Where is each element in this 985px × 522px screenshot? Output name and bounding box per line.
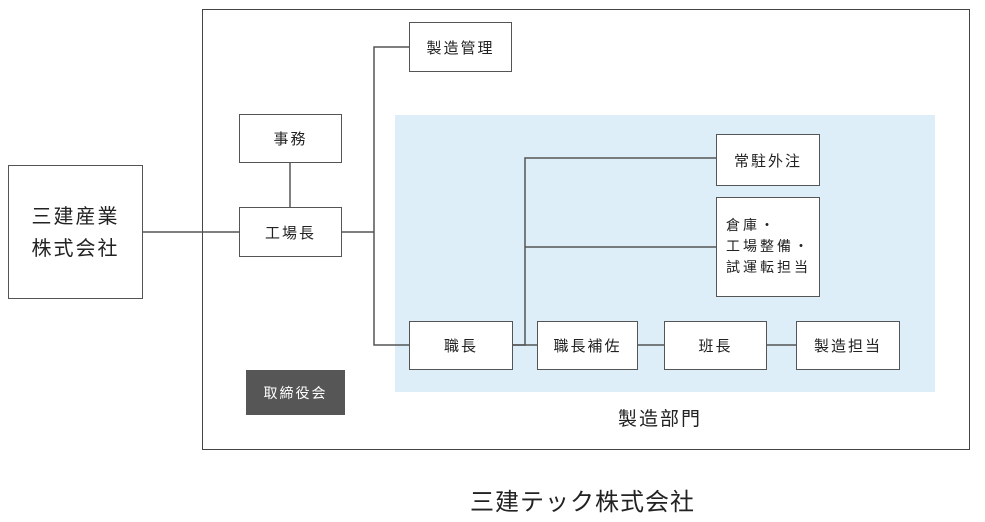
team-leader-box: 班長	[664, 321, 767, 370]
board-of-directors-box: 取締役会	[246, 370, 345, 415]
assistant-foreman-label: 職長補佐	[553, 337, 622, 355]
parent-company-name-line1: 三建産業	[31, 204, 120, 228]
admin-label: 事務	[273, 130, 308, 148]
production-control-box: 製造管理	[409, 22, 512, 72]
production-control-label: 製造管理	[426, 38, 495, 57]
company-frame	[202, 9, 970, 450]
connector-spine-production-control	[373, 46, 409, 346]
board-of-directors-label: 取締役会	[263, 385, 328, 402]
warehouse-label-line2: 工場整備・	[726, 238, 811, 255]
plant-manager-box: 工場長	[239, 207, 342, 257]
resident-subcontractor-label: 常駐外注	[733, 151, 802, 170]
warehouse-label-line3: 試運転担当	[726, 259, 811, 276]
foreman-box: 職長	[409, 321, 513, 370]
resident-subcontractor-box: 常駐外注	[716, 134, 820, 186]
parent-company-box: 三建産業 株式会社	[8, 165, 143, 299]
department-label: 製造部門	[618, 408, 703, 430]
warehouse-label-line1: 倉庫・	[726, 217, 777, 234]
connector-foreman-branch	[513, 157, 716, 346]
foreman-label: 職長	[443, 337, 478, 355]
admin-box: 事務	[239, 114, 342, 163]
plant-manager-label: 工場長	[264, 223, 316, 242]
company-label: 三建テック株式会社	[470, 488, 695, 516]
manufacturing-staff-box: 製造担当	[796, 321, 900, 370]
parent-company-name-line2: 株式会社	[31, 236, 120, 260]
assistant-foreman-box: 職長補佐	[537, 321, 638, 370]
manufacturing-staff-label: 製造担当	[813, 337, 882, 355]
warehouse-maintenance-box: 倉庫・ 工場整備・ 試運転担当	[716, 197, 820, 297]
team-leader-label: 班長	[698, 337, 733, 355]
